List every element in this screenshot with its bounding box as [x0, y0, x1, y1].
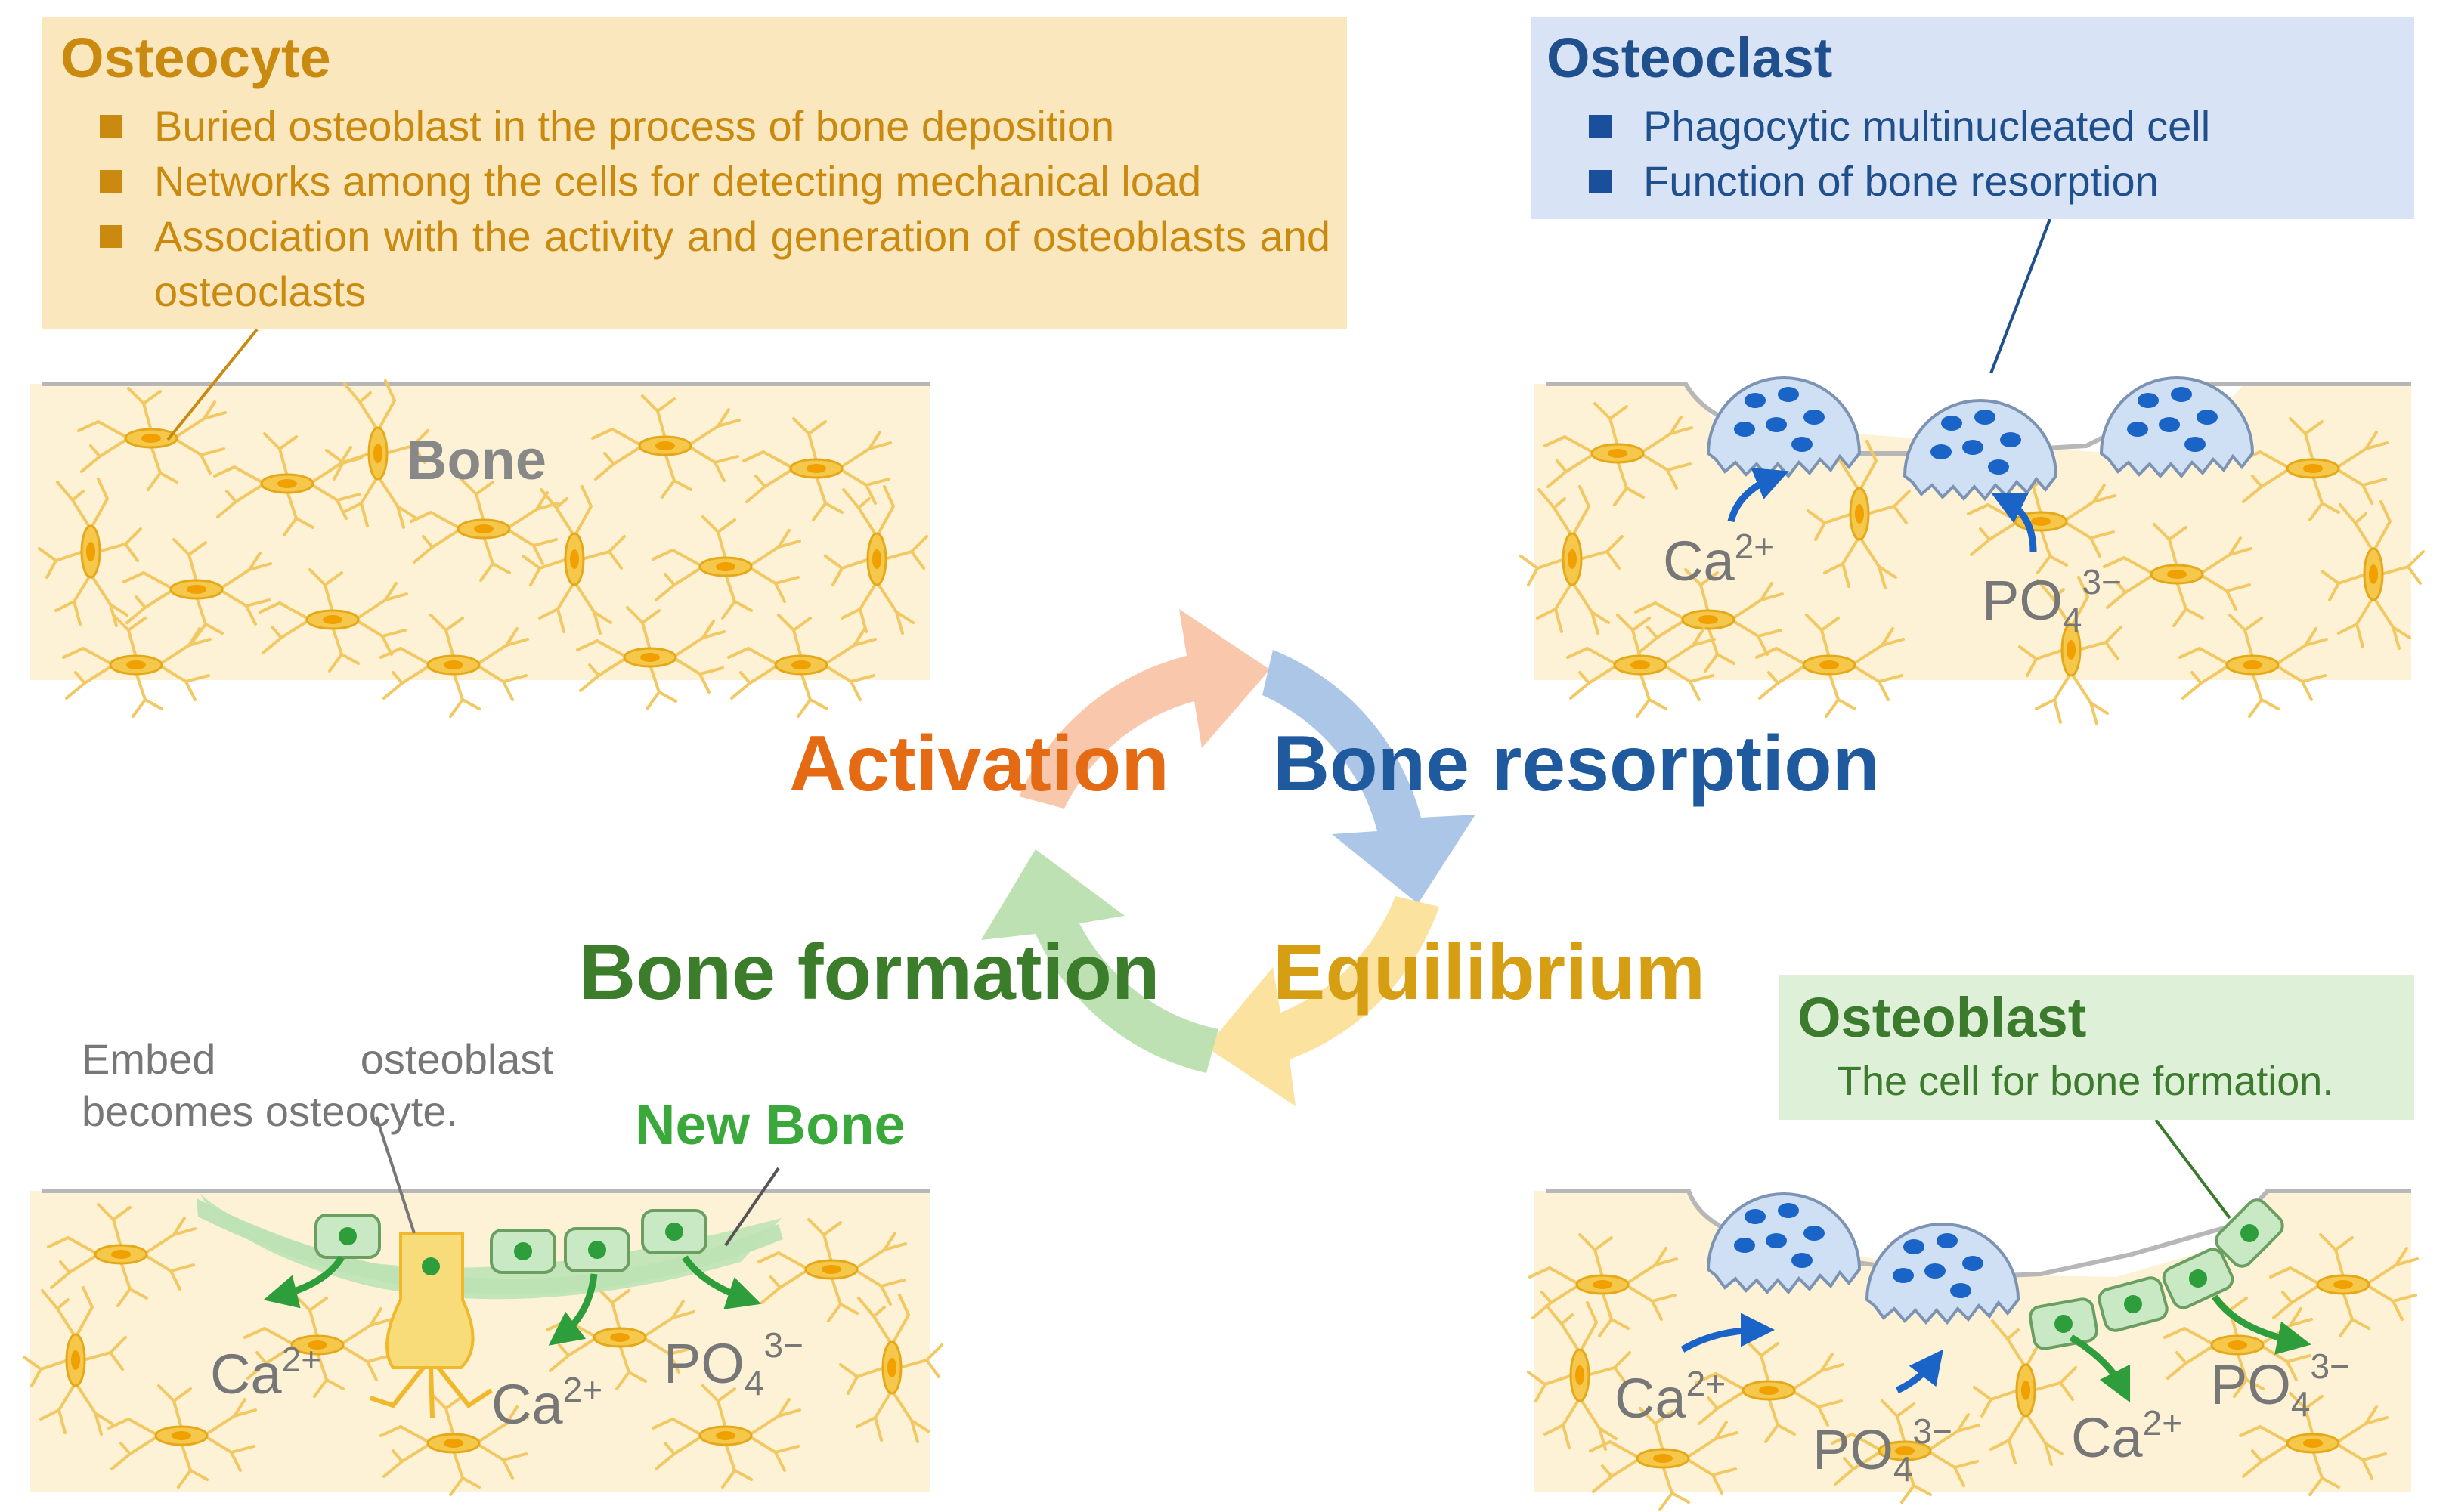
ion-po4: PO43− [664, 1325, 803, 1402]
formation-arrow [981, 849, 1218, 1073]
phase-activation: Activation [789, 720, 1169, 808]
bone-panel-osteoclast [1521, 218, 2423, 724]
osteocyte-info-box [42, 17, 1347, 329]
osteoclast-cell-5 [1865, 1223, 2020, 1324]
osteoblast-cell [314, 1214, 381, 1259]
activation-arrow [1019, 609, 1270, 809]
osteoclast-cell-3 [2100, 376, 2254, 478]
phase-bone-formation: Bone formation [579, 929, 1160, 1016]
osteocyte-title: Osteocyte [60, 26, 331, 89]
list-item: Phagocytic multinucleated cell [1589, 98, 2390, 153]
po4-flow-arrow [1990, 492, 2037, 552]
list-item: Networks among the cells for detecting m… [100, 153, 1330, 209]
bone-panel-equilibrium [1528, 1118, 2419, 1511]
osteoblast-cell [641, 1209, 707, 1254]
embed-note-line2: becomes osteocyte. [82, 1087, 459, 1135]
phase-bone-resorption: Bone resorption [1273, 720, 1881, 808]
list-item: Function of bone resorption [1589, 153, 2390, 209]
equilibrium-arrow [1206, 896, 1439, 1106]
osteoblast-info-box [1779, 975, 2414, 1120]
osteoblast-description: The cell for bone formation. [1837, 1059, 2334, 1104]
bullet-square-icon [1589, 115, 1612, 138]
list-item: Association with the activity and genera… [100, 209, 1330, 319]
embed-pointer-line [375, 1116, 416, 1234]
bone-panel-osteocyte [30, 328, 930, 718]
osteoclast-pointer-line [1989, 218, 2051, 374]
osteoclast-cell-4 [1707, 1192, 1861, 1294]
ion-po4: PO43− [1982, 562, 2122, 639]
bone-panel-formation [24, 1116, 942, 1496]
list-item: Buried osteoblast in the process of bone… [100, 98, 1330, 153]
osteoblast-cell [564, 1227, 630, 1272]
new-bone-label: New Bone [635, 1093, 906, 1156]
resorption-arrow [1262, 650, 1475, 904]
osteoblast-title: Osteoblast [1797, 986, 2087, 1049]
new-bone-pointer-line [724, 1167, 780, 1247]
bone-label: Bone [407, 428, 546, 491]
osteocyte-points: Buried osteoblast in the process of bone… [100, 98, 1330, 319]
osteoblast-pointer-line [2154, 1118, 2231, 1220]
ion-ca: Ca2+ [491, 1370, 603, 1436]
ca-flow-arrow [1727, 468, 1789, 523]
ion-ca: Ca2+ [2071, 1403, 2183, 1469]
ion-ca: Ca2+ [1663, 527, 1775, 592]
ion-ca: Ca2+ [1615, 1364, 1726, 1430]
ion-po4: PO43− [2210, 1347, 2350, 1424]
osteoclast-points: Phagocytic multinucleated cell Function … [1589, 98, 2390, 209]
bullet-square-icon [100, 115, 122, 138]
osteoclast-cell-1 [1707, 376, 1861, 478]
osteocyte-pointer-line [166, 328, 259, 441]
bullet-square-icon [100, 170, 122, 193]
osteoclast-title: Osteoclast [1546, 26, 1833, 89]
ion-po4: PO43− [1813, 1412, 1952, 1489]
embedding-osteoblast [370, 1232, 493, 1418]
osteoclast-cell-2 [1903, 399, 2057, 500]
embed-note-line1: Embed osteoblast [82, 1035, 553, 1083]
phase-equilibrium: Equilibrium [1273, 929, 1705, 1016]
ion-ca: Ca2+ [210, 1340, 322, 1405]
bullet-square-icon [1589, 170, 1612, 193]
osteoblast-cell [490, 1229, 556, 1274]
bullet-square-icon [100, 225, 122, 248]
remodeling-cycle [981, 609, 1475, 1106]
osteoclast-info-box [1531, 17, 2414, 219]
